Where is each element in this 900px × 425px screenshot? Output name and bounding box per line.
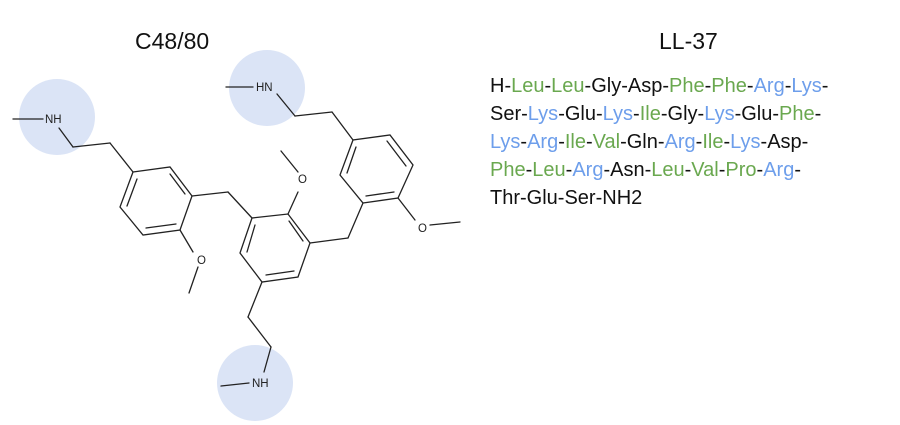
atom-o-left: O (197, 255, 206, 267)
peptide-bond-dash: - (821, 75, 829, 97)
ll37-sequence: H-Leu-Leu-Gly-Asp-Phe-Phe-Arg-Lys-Ser-Ly… (490, 72, 828, 212)
residue-ile: Ile (639, 103, 661, 125)
atom-o-right: O (418, 223, 427, 235)
peptide-bond-dash: - (734, 103, 742, 125)
residue-gly: Gly (591, 75, 622, 97)
peptide-bond-dash: - (644, 159, 652, 181)
residue-asp: Asp (767, 131, 802, 153)
peptide-bond-dash: - (521, 103, 528, 125)
amine-highlight-bottom (217, 345, 293, 421)
residue-leu: Leu (551, 75, 585, 97)
residue-ser: Ser (490, 103, 522, 125)
peptide-bond-dash: - (723, 131, 731, 153)
residue-val: Val (592, 131, 621, 153)
sequence-line: H-Leu-Leu-Gly-Asp-Phe-Phe-Arg-Lys- (490, 72, 828, 100)
residue-asn: Asn (610, 159, 645, 181)
sequence-line: Ser-Lys-Glu-Lys-Ile-Gly-Lys-Glu-Phe- (490, 100, 828, 128)
residue-ser: Ser (564, 187, 596, 209)
peptide-bond-dash: - (718, 159, 726, 181)
residue-phe: Phe (490, 159, 526, 181)
residue-lys: Lys (791, 75, 822, 97)
residue-gly: Gly (667, 103, 698, 125)
peptide-bond-dash: - (784, 75, 792, 97)
residue-phe: Phe (779, 103, 815, 125)
residue-lys: Lys (490, 131, 521, 153)
peptide-bond-dash: - (657, 131, 665, 153)
peptide-bond-dash: - (801, 131, 809, 153)
peptide-bond-dash: - (584, 75, 592, 97)
peptide-title: LL-37 (659, 28, 718, 54)
bonds (12, 86, 461, 387)
sequence-line: Lys-Arg-Ile-Val-Gln-Arg-Ile-Lys-Asp- (490, 128, 828, 156)
residue-glu: Glu (741, 103, 773, 125)
peptide-bond-dash: - (746, 75, 754, 97)
peptide-bond-dash: - (697, 103, 705, 125)
amine-highlight-top (229, 50, 305, 126)
peptide-bond-dash: - (772, 103, 780, 125)
residue-lys: Lys (730, 131, 761, 153)
peptide-bond-dash: - (558, 103, 565, 125)
residue-glu: Glu (526, 187, 558, 209)
residue-asp: Asp (627, 75, 663, 97)
peptide-bond-dash: - (794, 159, 801, 181)
peptide-bond-dash: - (603, 159, 611, 181)
residue-h: H (490, 75, 505, 97)
peptide-bond-dash: - (660, 103, 668, 125)
residue-phe: Phe (669, 75, 705, 97)
residue-lys: Lys (704, 103, 735, 125)
atom-o-center: O (298, 174, 307, 186)
residue-glu: Glu (564, 103, 596, 125)
residue-arg: Arg (572, 159, 604, 181)
peptide-bond-dash: - (620, 131, 627, 153)
peptide-bond-dash: - (520, 187, 527, 209)
residue-arg: Arg (763, 159, 795, 181)
residue-leu: Leu (651, 159, 685, 181)
peptide-bond-dash: - (621, 75, 628, 97)
residue-thr: Thr (490, 187, 520, 209)
peptide-bond-dash: - (814, 103, 822, 125)
peptide-bond-dash: - (565, 159, 573, 181)
molecule-title: C48/80 (135, 28, 210, 54)
peptide-bond-dash: - (756, 159, 764, 181)
peptide-bond-dash: - (695, 131, 703, 153)
residue-arg: Arg (664, 131, 696, 153)
peptide-bond-dash: - (558, 131, 565, 153)
peptide-bond-dash: - (760, 131, 768, 153)
peptide-bond-dash: - (704, 75, 712, 97)
peptide-bond-dash: - (585, 131, 593, 153)
residue-phe: Phe (711, 75, 747, 97)
residue-pro: Pro (725, 159, 757, 181)
peptide-bond-dash: - (504, 75, 512, 97)
peptide-bond-dash: - (520, 131, 528, 153)
peptide-bond-dash: - (525, 159, 533, 181)
peptide-bond-dash: - (662, 75, 670, 97)
peptide-bond-dash: - (544, 75, 552, 97)
residue-arg: Arg (753, 75, 785, 97)
residue-val: Val (691, 159, 719, 181)
residue-lys: Lys (527, 103, 559, 125)
residue-ile: Ile (702, 131, 724, 153)
residue-lys: Lys (602, 103, 634, 125)
peptide-bond-dash: - (595, 103, 603, 125)
residue-leu: Leu (511, 75, 545, 97)
residue-nh2: NH2 (602, 187, 643, 209)
atom-nh-bottom: NH (252, 378, 269, 390)
residue-arg: Arg (527, 131, 559, 153)
residue-leu: Leu (532, 159, 566, 181)
peptide-bond-dash: - (684, 159, 692, 181)
peptide-bond-dash: - (595, 187, 603, 209)
sequence-line: Thr-Glu-Ser-NH2 (490, 184, 828, 212)
atom-nh-left: NH (45, 114, 62, 126)
peptide-bond-dash: - (557, 187, 565, 209)
sequence-line: Phe-Leu-Arg-Asn-Leu-Val-Pro-Arg- (490, 156, 828, 184)
atom-nh-top: HN (256, 82, 273, 94)
residue-ile: Ile (564, 131, 586, 153)
amine-highlight-left (19, 79, 95, 155)
residue-gln: Gln (626, 131, 658, 153)
peptide-bond-dash: - (633, 103, 640, 125)
